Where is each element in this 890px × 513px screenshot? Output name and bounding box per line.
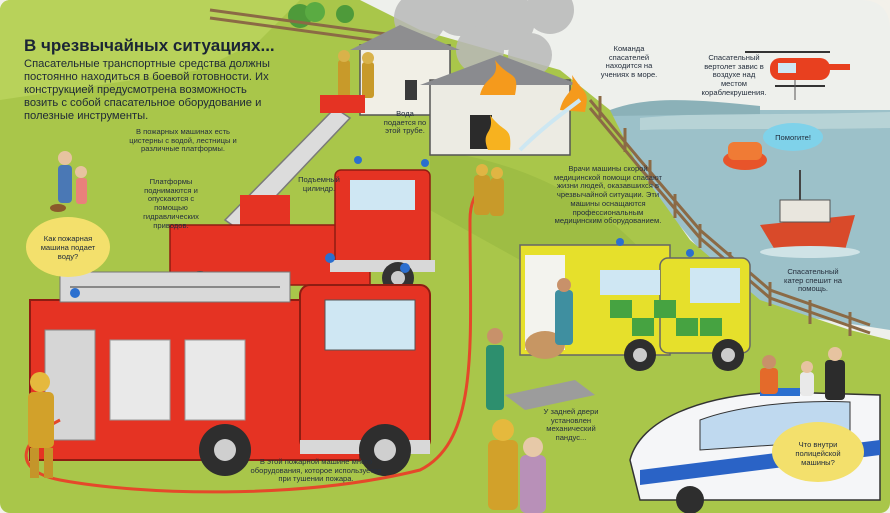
people [760,347,845,400]
firefighter-icon [28,372,54,478]
lifeboat-icon [760,170,860,258]
firefighter-icon [488,419,546,513]
caption-boat: Спасательный катер спешит на помощь. [784,267,842,294]
caption-team: Команда спасателей находится на учениях … [600,44,658,80]
intro-paragraph: Спасательные транспортные средства должн… [24,58,270,122]
fire-truck-icon [29,253,431,476]
bubble-water-question[interactable]: Как пожарная машина подает воду? [40,233,96,261]
sea [600,110,890,330]
water-jet [518,98,582,152]
page-heading: В чрезвычайных ситуациях... [24,36,275,55]
life-raft-icon [723,142,767,170]
caption-equipment: В этой пожарной машине много оборудовани… [250,457,382,484]
caption-platforms: Платформы поднимаются и опускаются с пом… [143,177,199,230]
bubble-water-question-shape [26,217,110,277]
caption-water-pipe: Вода подается по этой трубе. [383,109,427,136]
firefighter-icon [474,164,504,216]
bubble-police-question[interactable]: Что внутри полицейской машины? [795,439,841,467]
distant-hill [610,100,760,116]
caption-cylinder: Подъемный цилиндр. [298,175,340,193]
helicopter-icon [745,51,850,100]
firefighter-icon [338,50,374,98]
paramedic-icon [486,278,573,410]
caption-helicopter: Спасательный вертолет завис в воздухе на… [701,53,767,97]
bubble-help: Помогите! [775,132,811,142]
caption-doctors: Врачи машины скорой медицинской помощи с… [553,164,663,226]
bubble-police-question-shape [772,422,864,482]
caption-ramp: У задней двери установлен механический п… [543,407,599,443]
bubble-help-shape [763,123,823,151]
caption-tanks: В пожарных машинах есть цистерны с водой… [129,127,237,154]
people [50,151,87,212]
house-fire-icon [350,25,587,156]
